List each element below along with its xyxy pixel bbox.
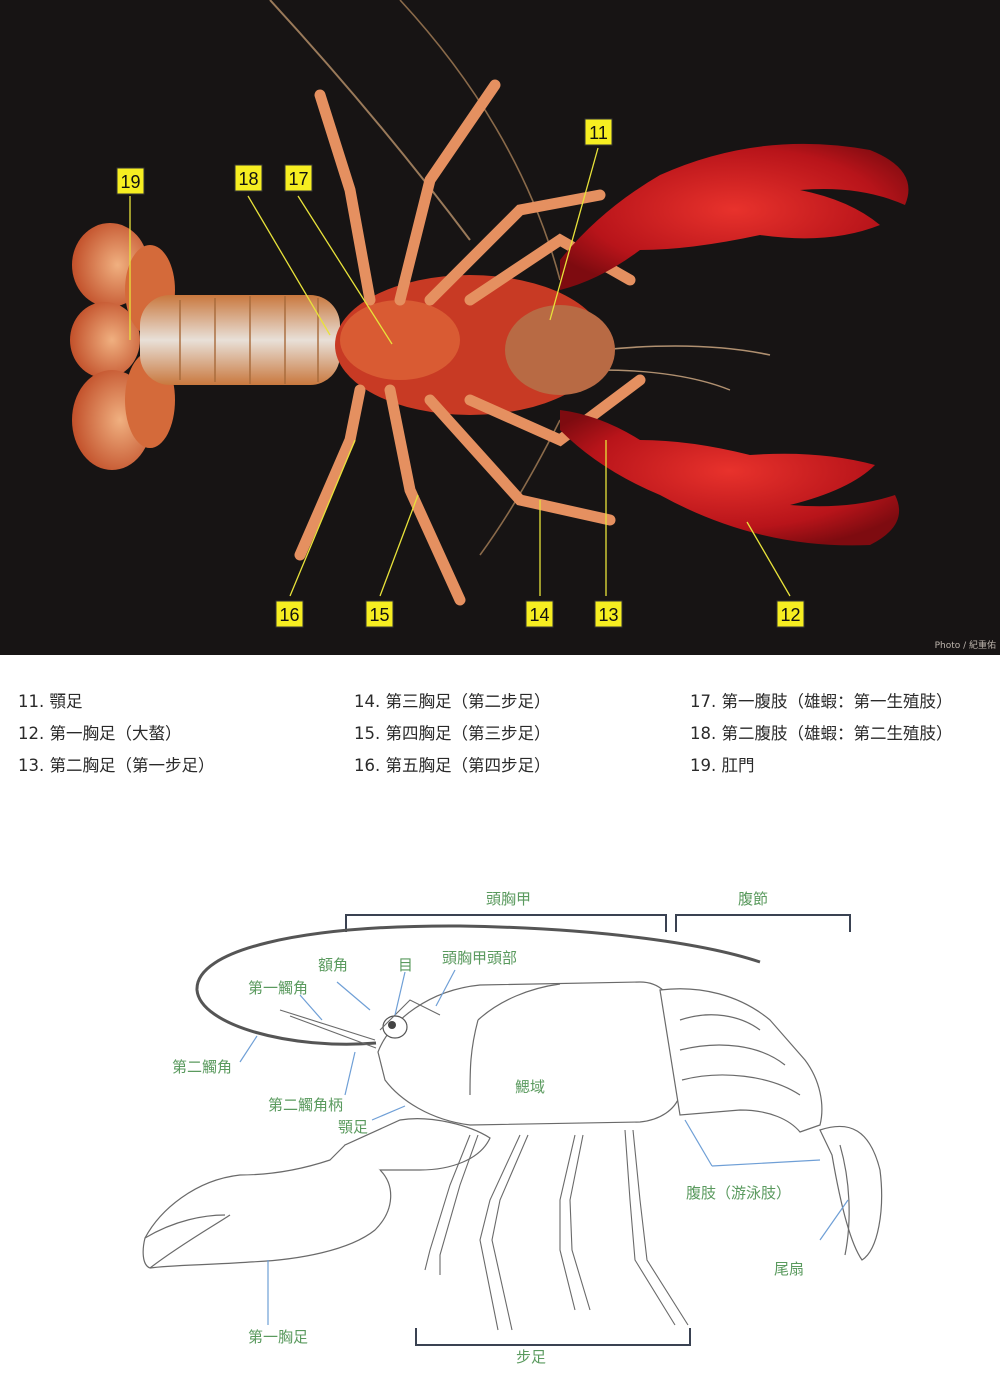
marker-13: 13	[594, 600, 623, 628]
label-pleopods: 腹肢（游泳肢）	[686, 1184, 791, 1202]
crayfish-line-drawing: 頭胸甲 腹節 額角 目 頭胸甲頭部 第一觸角 第二觸角 鰓域 第二觸角柄 顎足 …	[142, 890, 883, 1366]
marker-12: 12	[776, 600, 805, 628]
label-antenna: 第二觸角	[172, 1058, 232, 1076]
marker-19: 19	[116, 167, 145, 195]
body-outline	[142, 981, 883, 1269]
legend-item: 15. 第四胸足（第三步足）	[354, 724, 551, 743]
legend-item: 19. 肛門	[690, 756, 755, 775]
label-antennule: 第一觸角	[248, 979, 308, 997]
marker-17: 17	[284, 164, 313, 192]
svg-text:17: 17	[288, 169, 308, 189]
marker-16: 16	[275, 600, 304, 628]
label-head-region: 頭胸甲頭部	[442, 949, 517, 967]
svg-text:14: 14	[529, 605, 549, 625]
label-rostrum: 額角	[318, 956, 348, 974]
crayfish-illustration: 19 18 17 11 16 15	[70, 0, 909, 628]
walking-legs	[294, 79, 646, 606]
label-cephalothorax: 頭胸甲	[486, 890, 531, 908]
svg-text:13: 13	[598, 605, 618, 625]
label-abdomen: 腹節	[738, 890, 768, 908]
chela-upper	[560, 143, 909, 290]
marker-18: 18	[234, 164, 263, 192]
label-antenna-peduncle: 第二觸角柄	[268, 1096, 343, 1114]
legend-item: 17. 第一腹肢（雄蝦：第一生殖肢）	[690, 692, 953, 711]
svg-text:12: 12	[780, 605, 800, 625]
legend-column-1: 11. 顎足 12. 第一胸足（大螯） 13. 第二胸足（第一步足）	[18, 686, 215, 782]
svg-text:11: 11	[589, 123, 608, 143]
label-gill-region: 鰓域	[515, 1078, 545, 1096]
legend-item: 12. 第一胸足（大螯）	[18, 724, 182, 743]
label-tail-fan: 尾扇	[774, 1260, 804, 1278]
label-cheliped: 第一胸足	[248, 1328, 308, 1346]
marker-15: 15	[365, 600, 394, 628]
svg-text:16: 16	[279, 605, 299, 625]
photo-credit: Photo / 紀重佑	[934, 641, 996, 651]
tail-fan	[70, 223, 175, 470]
diagram-labels: 頭胸甲 腹節 額角 目 頭胸甲頭部 第一觸角 第二觸角 鰓域 第二觸角柄 顎足 …	[172, 890, 804, 1366]
legend-column-3: 17. 第一腹肢（雄蝦：第一生殖肢） 18. 第二腹肢（雄蝦：第二生殖肢） 19…	[690, 686, 953, 782]
label-eye: 目	[398, 956, 413, 974]
eye-icon	[382, 1015, 408, 1039]
chela-lower	[560, 410, 900, 546]
label-walking-legs: 步足	[516, 1348, 546, 1366]
brackets	[345, 914, 851, 1346]
legend-item: 18. 第二腹肢（雄蝦：第二生殖肢）	[690, 724, 953, 743]
svg-text:19: 19	[120, 172, 140, 192]
legend-column-2: 14. 第三胸足（第二步足） 15. 第四胸足（第三步足） 16. 第五胸足（第…	[354, 686, 551, 782]
pointer-lines	[239, 969, 849, 1325]
legend-item: 13. 第二胸足（第一步足）	[18, 756, 215, 775]
abdomen	[140, 295, 340, 385]
anatomy-diagram: 頭胸甲 腹節 額角 目 頭胸甲頭部 第一觸角 第二觸角 鰓域 第二觸角柄 顎足 …	[0, 870, 1000, 1379]
marker-14: 14	[525, 600, 554, 628]
crayfish-photo: 19 18 17 11 16 15	[0, 0, 1000, 655]
antenna-outline	[195, 924, 761, 1046]
legend-item: 11. 顎足	[18, 692, 83, 711]
legend-item: 14. 第三胸足（第二步足）	[354, 692, 551, 711]
walking-leg-outlines	[424, 1129, 689, 1331]
svg-text:18: 18	[238, 169, 258, 189]
svg-text:15: 15	[369, 605, 389, 625]
leader-lines	[129, 147, 791, 597]
marker-11: 11	[584, 118, 613, 146]
legend-item: 16. 第五胸足（第四步足）	[354, 756, 551, 775]
label-maxilliped: 顎足	[338, 1118, 368, 1136]
